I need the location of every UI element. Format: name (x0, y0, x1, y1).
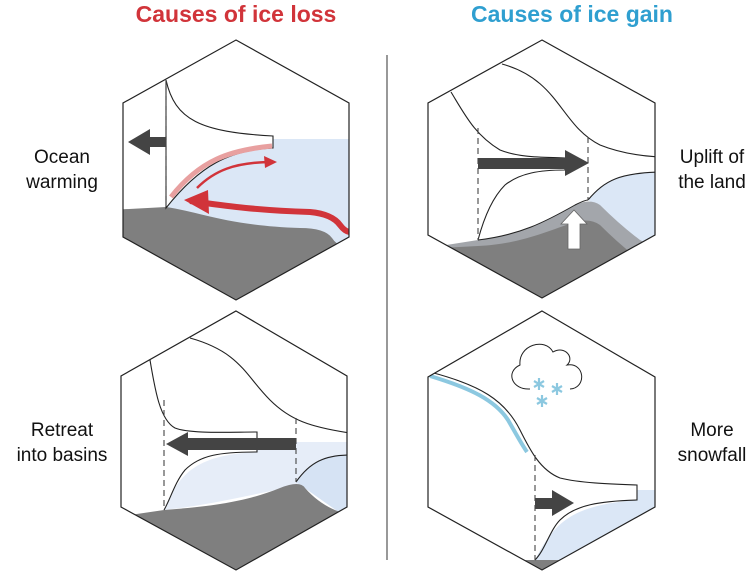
label-uplift-1: Uplift of (680, 147, 745, 168)
label-retreat-2: into basins (17, 445, 108, 466)
label-uplift-2: the land (678, 172, 746, 193)
title-ice-loss: Causes of ice loss (136, 1, 337, 27)
panel-retreat: Retreat into basins (17, 310, 348, 571)
panel-snowfall: More snowfall (427, 310, 747, 571)
panel-uplift: Uplift of the land (427, 39, 746, 299)
label-ocean-warming-2: warming (25, 172, 98, 193)
label-retreat-1: Retreat (31, 420, 94, 441)
title-ice-gain: Causes of ice gain (471, 1, 673, 27)
label-ocean-warming-1: Ocean (34, 147, 90, 168)
snowflake-icons (533, 378, 563, 407)
panel-ocean-warming: Ocean warming (25, 39, 350, 301)
label-snowfall-1: More (690, 420, 733, 441)
label-snowfall-2: snowfall (678, 445, 747, 466)
